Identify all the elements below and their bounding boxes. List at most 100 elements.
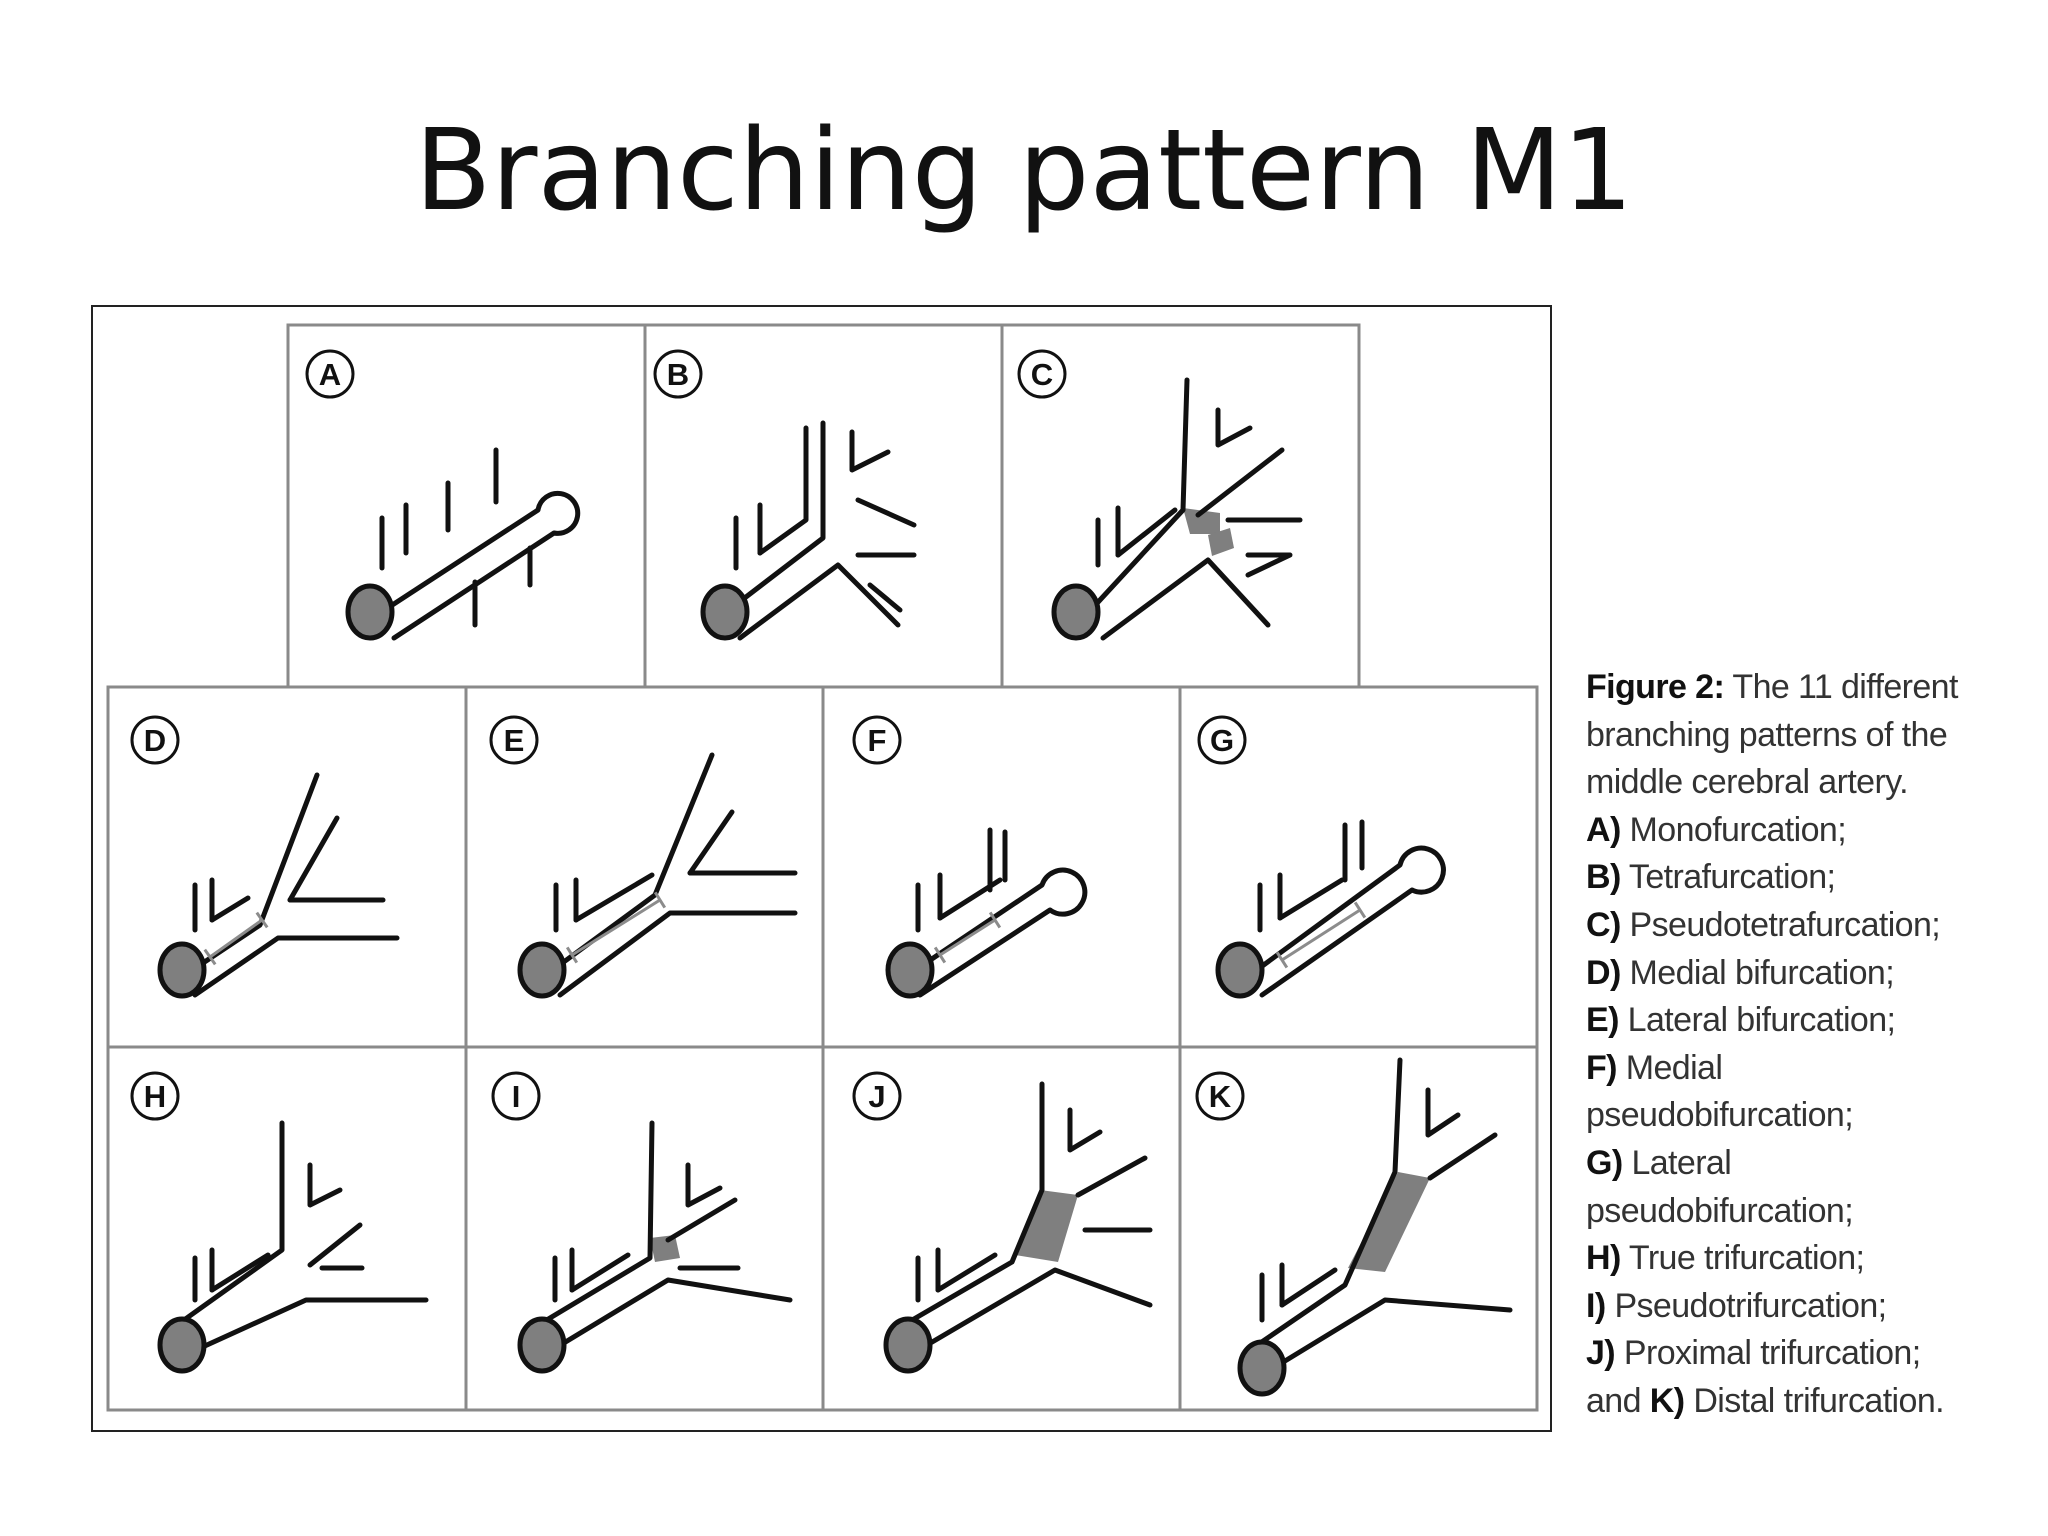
- vessel-line: [557, 910, 798, 998]
- vessel-line: [1067, 1107, 1103, 1153]
- vessel-line: [1397, 845, 1446, 895]
- caption-item-text: Pseudotrifurcation;: [1614, 1286, 1887, 1325]
- vessel-origin: [157, 941, 207, 999]
- vessel-line: [192, 935, 400, 998]
- shaded-segment: [1015, 1190, 1078, 1262]
- panel-h: H: [130, 1071, 429, 1374]
- caption-last-prefix: and: [1586, 1381, 1642, 1420]
- caption-heading-text: The 11 different: [1732, 668, 1958, 706]
- vessel-line: [527, 1120, 655, 1333]
- panel-label: J: [868, 1079, 885, 1114]
- measurement-tick: [988, 911, 1002, 929]
- vessel-line: [855, 497, 917, 528]
- caption-item-key: H): [1586, 1239, 1621, 1278]
- caption-item-key: J): [1586, 1334, 1616, 1373]
- vessel-line: [182, 772, 320, 978]
- vessel-line: [1039, 867, 1088, 917]
- measurement-tick: [565, 946, 579, 964]
- caption-item-key: D): [1586, 953, 1621, 992]
- vessel-line: [569, 1252, 631, 1293]
- vessel-line: [935, 1252, 998, 1293]
- caption-item-key: A): [1586, 810, 1621, 849]
- panel-label-circle: [1195, 1071, 1245, 1121]
- caption-item-text: Tetrafurcation;: [1628, 858, 1836, 897]
- vessel-line: [209, 895, 251, 923]
- panel-d: D: [130, 715, 400, 999]
- panel-label-circle: [305, 349, 355, 399]
- vessel-line: [665, 1197, 738, 1243]
- caption-item-text: Proximal trifurcation;: [1623, 1334, 1921, 1373]
- figure-frame: [91, 305, 1552, 1432]
- caption-item-text: Lateral: [1631, 1143, 1732, 1182]
- shaded-segment: [1208, 528, 1234, 556]
- caption-item-text: True trifurcation;: [1628, 1239, 1865, 1278]
- caption-item-key: G): [1586, 1143, 1623, 1182]
- vessel-line: [867, 582, 903, 613]
- vessel-line: [1425, 1087, 1461, 1138]
- vessel-line: [737, 562, 901, 641]
- vessel-line: [1100, 557, 1271, 641]
- panel-label-circle: [1017, 349, 1067, 399]
- panel-label-circle: [130, 1071, 180, 1121]
- vessel-origin: [1237, 1339, 1287, 1397]
- measurement-tick: [933, 946, 947, 964]
- caption-item-key: I): [1586, 1286, 1606, 1325]
- caption-item-text: Monofurcation;: [1629, 810, 1847, 849]
- vessel-origin: [157, 1316, 207, 1374]
- vessel-line: [1277, 877, 1345, 921]
- vessel-line: [307, 1222, 363, 1268]
- vessel-origin: [517, 1316, 567, 1374]
- measurement-tick: [203, 948, 217, 966]
- panel-j: J: [852, 1071, 1153, 1374]
- vessel-line: [1247, 862, 1403, 978]
- vessel-origin: [517, 941, 567, 999]
- caption-item-key: K): [1649, 1381, 1685, 1420]
- measurement-tick: [255, 911, 269, 929]
- caption-item-key: E): [1586, 1001, 1619, 1040]
- vessel-line: [1195, 447, 1285, 518]
- panel-label: H: [144, 1079, 166, 1114]
- vessel-line: [907, 1267, 1153, 1358]
- caption-item-text: Distal trifurcation.: [1693, 1381, 1944, 1420]
- shaded-segment: [1183, 508, 1220, 534]
- vessel-line: [1259, 887, 1415, 998]
- caption-line: middle cerebral artery.: [1586, 763, 1909, 802]
- vessel-line: [892, 1081, 1045, 1333]
- vessel-line: [167, 1120, 285, 1333]
- slide-title: Branching pattern M1: [414, 106, 1634, 236]
- vessel-line: [1427, 1132, 1498, 1181]
- vessel-line: [917, 907, 1053, 998]
- vessel-line: [1279, 1267, 1338, 1308]
- caption-line: branching patterns of the: [1586, 715, 1948, 754]
- vessel-origin: [1051, 583, 1101, 641]
- vessel-line: [541, 1277, 793, 1358]
- measurement-bar: [939, 918, 996, 957]
- vessel-line: [573, 872, 655, 923]
- vessel-line: [722, 420, 826, 616]
- shaded-segment: [1348, 1172, 1430, 1272]
- panel-c: C: [1017, 349, 1303, 641]
- panel-label: A: [319, 357, 341, 392]
- vessel-line: [1085, 377, 1190, 616]
- panel-e: E: [489, 715, 798, 999]
- vessel-line: [307, 1162, 343, 1208]
- caption-item-key: C): [1586, 905, 1621, 944]
- panel-a: A: [305, 349, 581, 641]
- vessel-line: [1215, 407, 1253, 448]
- caption-item-text: pseudobifurcation;: [1586, 1096, 1854, 1135]
- panel-label: C: [1031, 357, 1053, 392]
- vessel-origin: [883, 1316, 933, 1374]
- panel-frame-K: [1178, 1045, 1539, 1412]
- panel-label: D: [144, 723, 166, 758]
- caption-item-key: B): [1586, 858, 1621, 897]
- vessel-line: [1115, 507, 1178, 558]
- panel-i: I: [491, 1071, 793, 1374]
- panel-k: K: [1195, 1057, 1513, 1397]
- vessel-origin: [885, 941, 935, 999]
- vessel-line: [377, 507, 541, 616]
- panel-g: G: [1197, 715, 1446, 999]
- panel-label-circle: [130, 715, 180, 765]
- measurement-bar: [1281, 908, 1361, 962]
- measurement-tick: [1275, 951, 1289, 969]
